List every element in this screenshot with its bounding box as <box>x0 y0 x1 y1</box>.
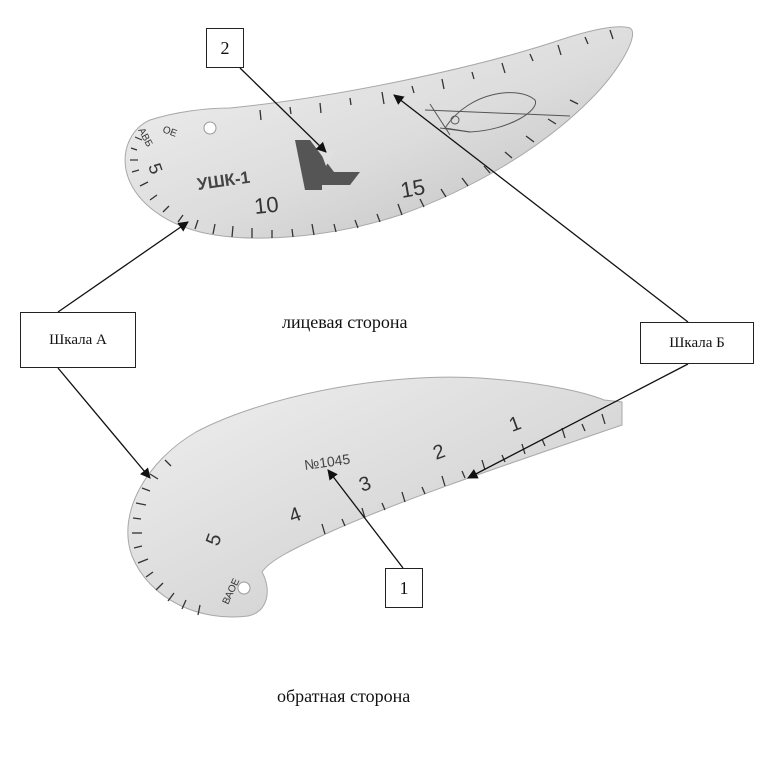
front-logo <box>295 140 360 190</box>
front-upper-ticks <box>259 29 614 121</box>
leader-arrows <box>57 67 689 569</box>
callout-2: 2 <box>206 28 244 68</box>
front-logo-cutout <box>320 150 336 166</box>
callout-scale-b: Шкала Б <box>640 322 754 364</box>
front-side-caption: лицевая сторона <box>282 312 408 332</box>
front-gauge-body <box>124 26 634 239</box>
back-edge-ticks <box>321 413 606 535</box>
arrow-scale-a-back <box>57 367 151 479</box>
arrow-scale-a-front <box>57 221 189 313</box>
arrow-2-to-logo <box>239 67 327 153</box>
callout-scale-a: Шкала А <box>20 312 136 368</box>
back-side-caption: обратная сторона <box>277 686 411 706</box>
back-gauge: №1045 1 2 3 4 5 ВАОЕ <box>127 376 623 618</box>
front-num-15: 15 <box>399 174 427 203</box>
front-tip-letters-2: ОЕ <box>161 124 179 139</box>
callout-1: 1 <box>385 568 423 608</box>
back-hole <box>237 581 251 595</box>
front-hole <box>203 121 217 135</box>
arrow-1-to-serial <box>327 469 404 569</box>
arrow-scale-b-front <box>393 94 689 323</box>
front-num-10: 10 <box>253 192 280 219</box>
front-left-ticks <box>130 136 143 173</box>
front-engraved-diagram <box>424 92 571 136</box>
back-serial-text: №1045 <box>303 451 351 473</box>
arrow-scale-b-back <box>467 363 689 479</box>
back-arc-ticks <box>132 459 201 616</box>
front-lower-ticks <box>139 99 579 238</box>
back-gauge-body <box>127 376 623 618</box>
front-gauge: УШК-1 10 15 5 АВБ ОЕ <box>124 26 634 239</box>
